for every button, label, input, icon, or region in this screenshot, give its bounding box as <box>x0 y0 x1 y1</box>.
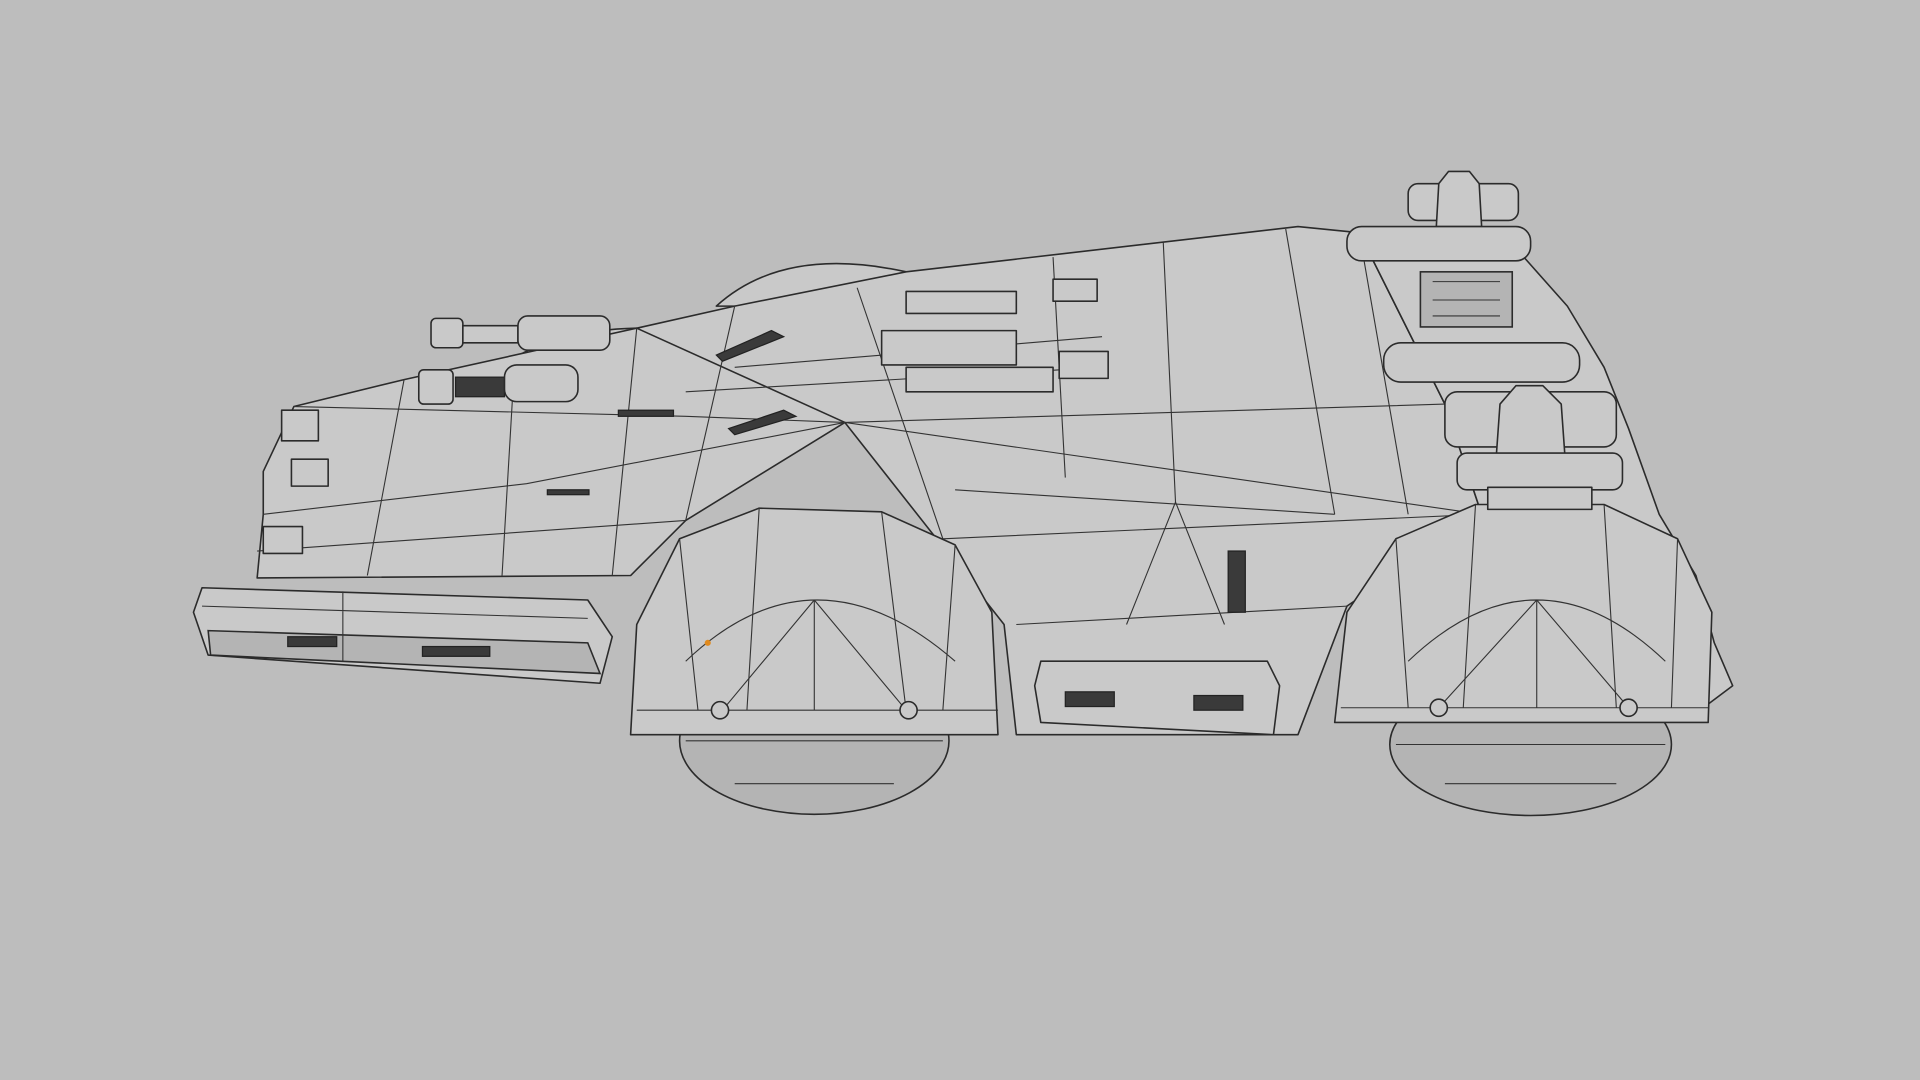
front-bumper <box>192 586 614 685</box>
roof-panels <box>880 278 1109 393</box>
cannon-upper <box>430 315 611 351</box>
rear-wheel <box>1333 503 1713 817</box>
side-skirt <box>1033 550 1281 736</box>
origin-marker <box>704 639 711 646</box>
cannon-lower <box>417 364 579 405</box>
rear-pod-upper <box>1346 170 1532 328</box>
rear-pod-lower <box>1382 342 1624 511</box>
front-wheel <box>629 507 999 816</box>
front-panel-details <box>262 329 798 555</box>
